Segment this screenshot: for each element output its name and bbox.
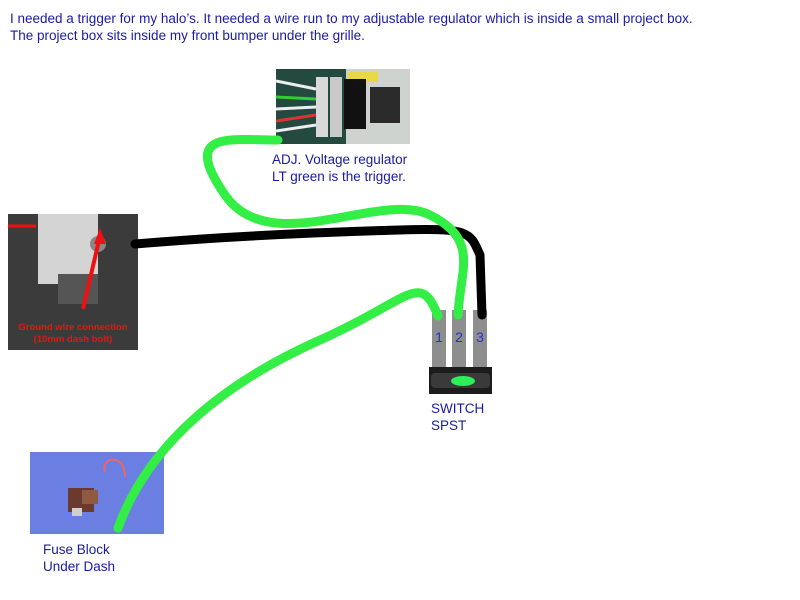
fuse-caption-line-2: Under Dash bbox=[43, 559, 116, 574]
intro-text: I needed a trigger for my halo’s. It nee… bbox=[10, 10, 790, 44]
switch-caption: SWITCH SPST bbox=[431, 400, 484, 434]
switch-caption-line-2: SPST bbox=[431, 418, 467, 433]
terminal-label-1: 1 bbox=[435, 329, 443, 345]
ground-dash-graphic bbox=[8, 214, 138, 350]
switch-caption-line-1: SWITCH bbox=[431, 401, 485, 416]
ground-wire bbox=[130, 225, 487, 320]
ground-caption: Ground wire connection (10mm dash bolt) bbox=[8, 322, 138, 346]
switch-terminal-1: 1 bbox=[432, 310, 446, 368]
ground-caption-line-1: Ground wire connection bbox=[18, 322, 128, 333]
regulator-caption: ADJ. Voltage regulator LT green is the t… bbox=[272, 151, 407, 185]
switch-terminal-2: 2 bbox=[452, 310, 466, 368]
ground-caption-line-2: (10mm dash bolt) bbox=[33, 334, 113, 345]
fuse-photo bbox=[30, 452, 164, 534]
fuse-trigger-wire bbox=[113, 288, 443, 533]
switch-photo bbox=[429, 367, 492, 394]
fuse-caption-line-1: Fuse Block bbox=[43, 542, 110, 557]
fuse-caption: Fuse Block Under Dash bbox=[43, 541, 115, 575]
terminal-label-2: 2 bbox=[455, 329, 463, 345]
switch-terminal-3: 3 bbox=[473, 310, 487, 368]
regulator-trigger-wire bbox=[202, 134, 469, 320]
intro-line-2: The project box sits inside my front bum… bbox=[10, 28, 365, 43]
intro-line-1: I needed a trigger for my halo’s. It nee… bbox=[10, 11, 693, 26]
ground-photo: Ground wire connection (10mm dash bolt) bbox=[8, 214, 138, 350]
fuse-block-graphic bbox=[30, 452, 164, 534]
regulator-photo bbox=[276, 69, 410, 144]
switch-body-graphic bbox=[429, 367, 492, 394]
terminal-label-3: 3 bbox=[476, 329, 484, 345]
regulator-caption-line-1: ADJ. Voltage regulator bbox=[272, 152, 408, 167]
regulator-board-graphic bbox=[276, 69, 410, 144]
regulator-caption-line-2: LT green is the trigger. bbox=[272, 169, 406, 184]
